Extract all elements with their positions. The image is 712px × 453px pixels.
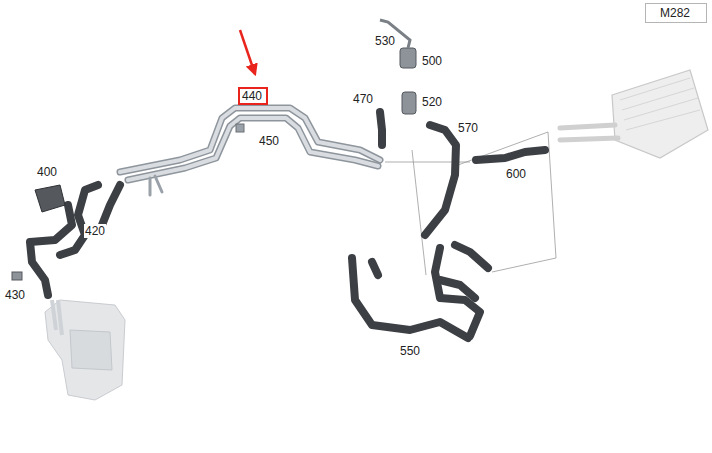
- callout-number: 570: [457, 121, 479, 135]
- highlighted-callout-box: 440: [238, 87, 268, 105]
- valves-and-pump: [12, 20, 416, 280]
- callout-number: 440: [242, 89, 262, 103]
- guide-lines: [385, 132, 556, 275]
- callout-number: M282: [660, 6, 690, 20]
- callout-number: 400: [36, 165, 58, 179]
- heater-core: [560, 70, 708, 158]
- callout-number: 420: [84, 224, 106, 238]
- callout-number: 530: [374, 34, 396, 48]
- callout-number: 550: [399, 344, 421, 358]
- metal-pipes: [120, 108, 380, 195]
- callout-number: 470: [352, 92, 374, 106]
- rubber-hoses: [30, 112, 545, 338]
- callout-number: 600: [505, 167, 527, 181]
- callout-number: 500: [421, 54, 443, 68]
- model-code-box: M282: [645, 3, 707, 23]
- callout-number: 520: [421, 95, 443, 109]
- engine-block: [45, 300, 125, 400]
- callout-number: 430: [4, 288, 26, 302]
- callout-number: 450: [258, 134, 280, 148]
- guide-line: [412, 150, 426, 275]
- pointer-arrow: [240, 30, 255, 74]
